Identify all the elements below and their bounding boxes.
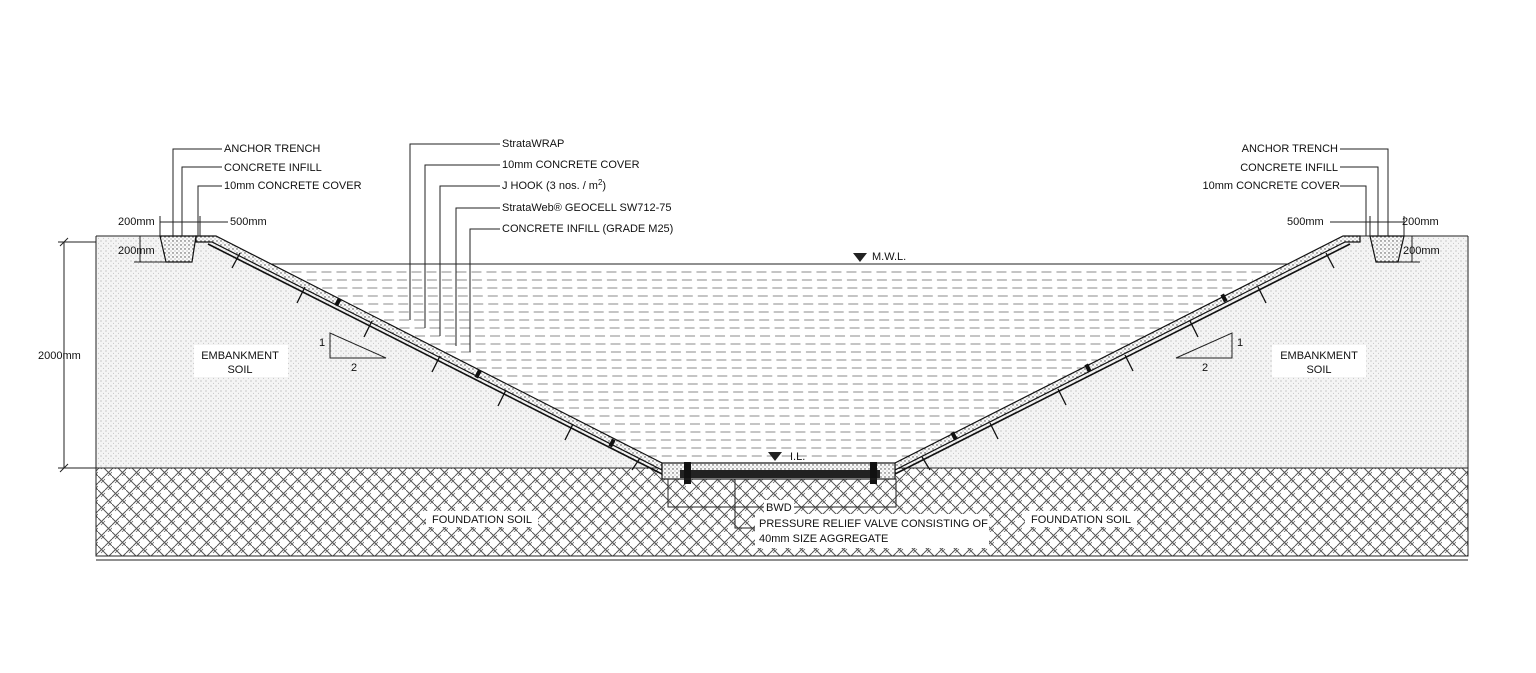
- dim-right-berm-width: 500mm: [1287, 216, 1324, 228]
- geocell-label: StrataWeb® GEOCELL SW712-75: [502, 202, 672, 214]
- j-hook-label: J HOOK (3 nos. / m2): [502, 178, 606, 192]
- anchor-trench-left: [159, 235, 197, 263]
- foundation-right-label: FOUNDATION SOIL: [1031, 514, 1131, 526]
- right-concrete-infill-label: CONCRETE INFILL: [1240, 162, 1338, 174]
- prv-label-line2: 40mm SIZE AGGREGATE: [759, 533, 888, 545]
- embankment-right-line2: SOIL: [1306, 364, 1331, 376]
- left-anchor-trench-label: ANCHOR TRENCH: [224, 143, 320, 155]
- right-anchor-trench-label: ANCHOR TRENCH: [1242, 143, 1338, 155]
- dim-right-trench-depth: 200mm: [1403, 245, 1440, 257]
- left-concrete-infill-label: CONCRETE INFILL: [224, 162, 322, 174]
- embankment-left-line2: SOIL: [227, 364, 252, 376]
- foundation-label-bg-left: [426, 511, 538, 527]
- bed-anchor-left: [684, 462, 691, 484]
- slope-right-run: 2: [1202, 362, 1208, 374]
- foundation-label-bg-right: [1025, 511, 1137, 527]
- slope-right-rise: 1: [1237, 337, 1243, 349]
- j-hooks-right: [921, 252, 1335, 471]
- dim-left-berm-width: 500mm: [230, 216, 267, 228]
- bwd-label-bg: [764, 500, 794, 514]
- embankment-label-bg-left: [194, 345, 288, 377]
- dim-height: 2000mm: [38, 350, 81, 362]
- water-dash-lines: [291, 271, 1269, 465]
- center-concrete-cover-label: 10mm CONCRETE COVER: [502, 159, 640, 171]
- embankment-soil-area: [96, 236, 1468, 468]
- strata-wrap-label: StrataWRAP: [502, 138, 564, 150]
- leader-lines: [172, 143, 1389, 529]
- bed-anchor-right: [870, 462, 877, 484]
- slope-left-rise: 1: [319, 337, 325, 349]
- j-hooks-left: [231, 252, 641, 471]
- slope-triangle-right: [1175, 332, 1233, 359]
- mwl-label: M.W.L.: [872, 251, 906, 263]
- concrete-infill-grade-label: CONCRETE INFILL (GRADE M25): [502, 223, 673, 235]
- dimension-lines: [58, 216, 1420, 473]
- water-body: [270, 264, 1290, 467]
- mwl-symbol: [853, 253, 867, 262]
- dim-right-trench-width: 200mm: [1402, 216, 1439, 228]
- prv-label-bg: [755, 514, 989, 548]
- foundation-left-label: FOUNDATION SOIL: [432, 514, 532, 526]
- embankment-left-line1: EMBANKMENT: [201, 350, 279, 362]
- prv-label-line1: PRESSURE RELIEF VALVE CONSISTING OF: [759, 518, 988, 530]
- right-concrete-cover-label: 10mm CONCRETE COVER: [1202, 180, 1340, 192]
- il-label: I.L.: [790, 451, 805, 463]
- lining-outer-right: [894, 243, 1351, 475]
- dim-left-trench-width: 200mm: [118, 216, 155, 228]
- lining-outer-left: [207, 243, 663, 475]
- lining-joints: [334, 293, 1228, 448]
- embankment-label-bg-right: [1272, 345, 1366, 377]
- slope-triangle-left: [329, 332, 387, 359]
- il-symbol: [768, 452, 782, 461]
- embankment-right-line1: EMBANKMENT: [1280, 350, 1358, 362]
- slope-left-run: 2: [351, 362, 357, 374]
- dim-left-trench-depth: 200mm: [118, 245, 155, 257]
- bwd-label: BWD: [766, 502, 792, 514]
- bed-geocell-band: [680, 470, 880, 478]
- anchor-trench-right: [1369, 235, 1405, 263]
- left-concrete-cover-label: 10mm CONCRETE COVER: [224, 180, 362, 192]
